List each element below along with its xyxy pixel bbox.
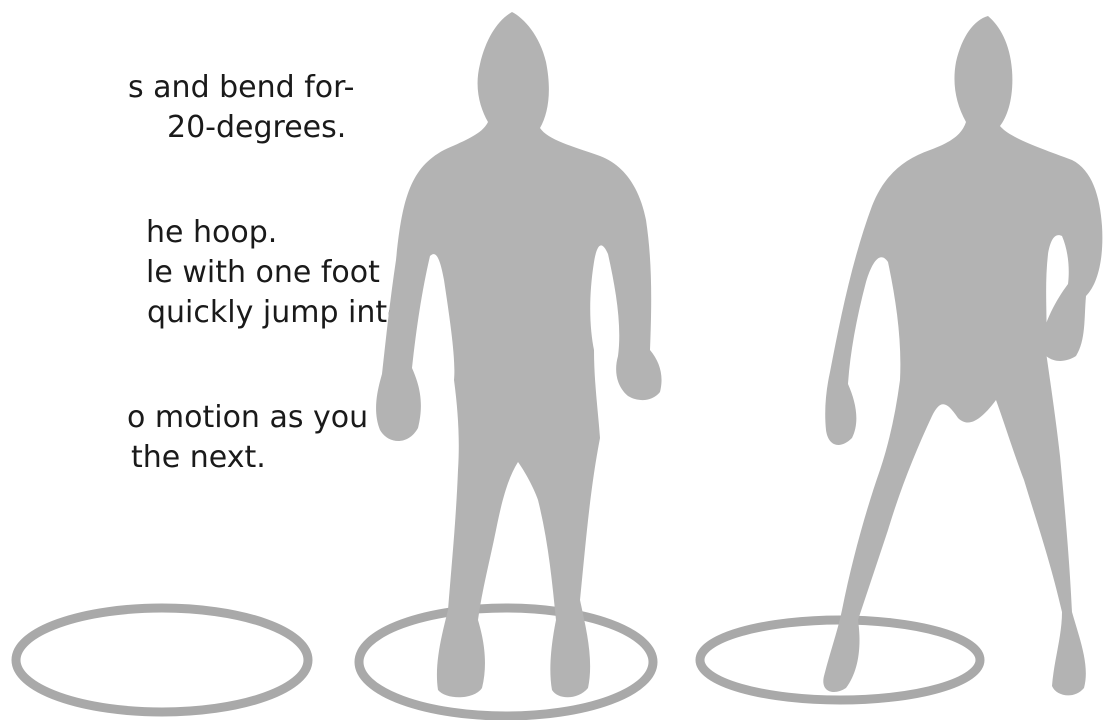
hoop-2 [359, 608, 653, 716]
athlete-stepping-silhouette [823, 16, 1102, 695]
athlete-standing-silhouette [376, 12, 661, 697]
hoop-1 [16, 608, 308, 712]
